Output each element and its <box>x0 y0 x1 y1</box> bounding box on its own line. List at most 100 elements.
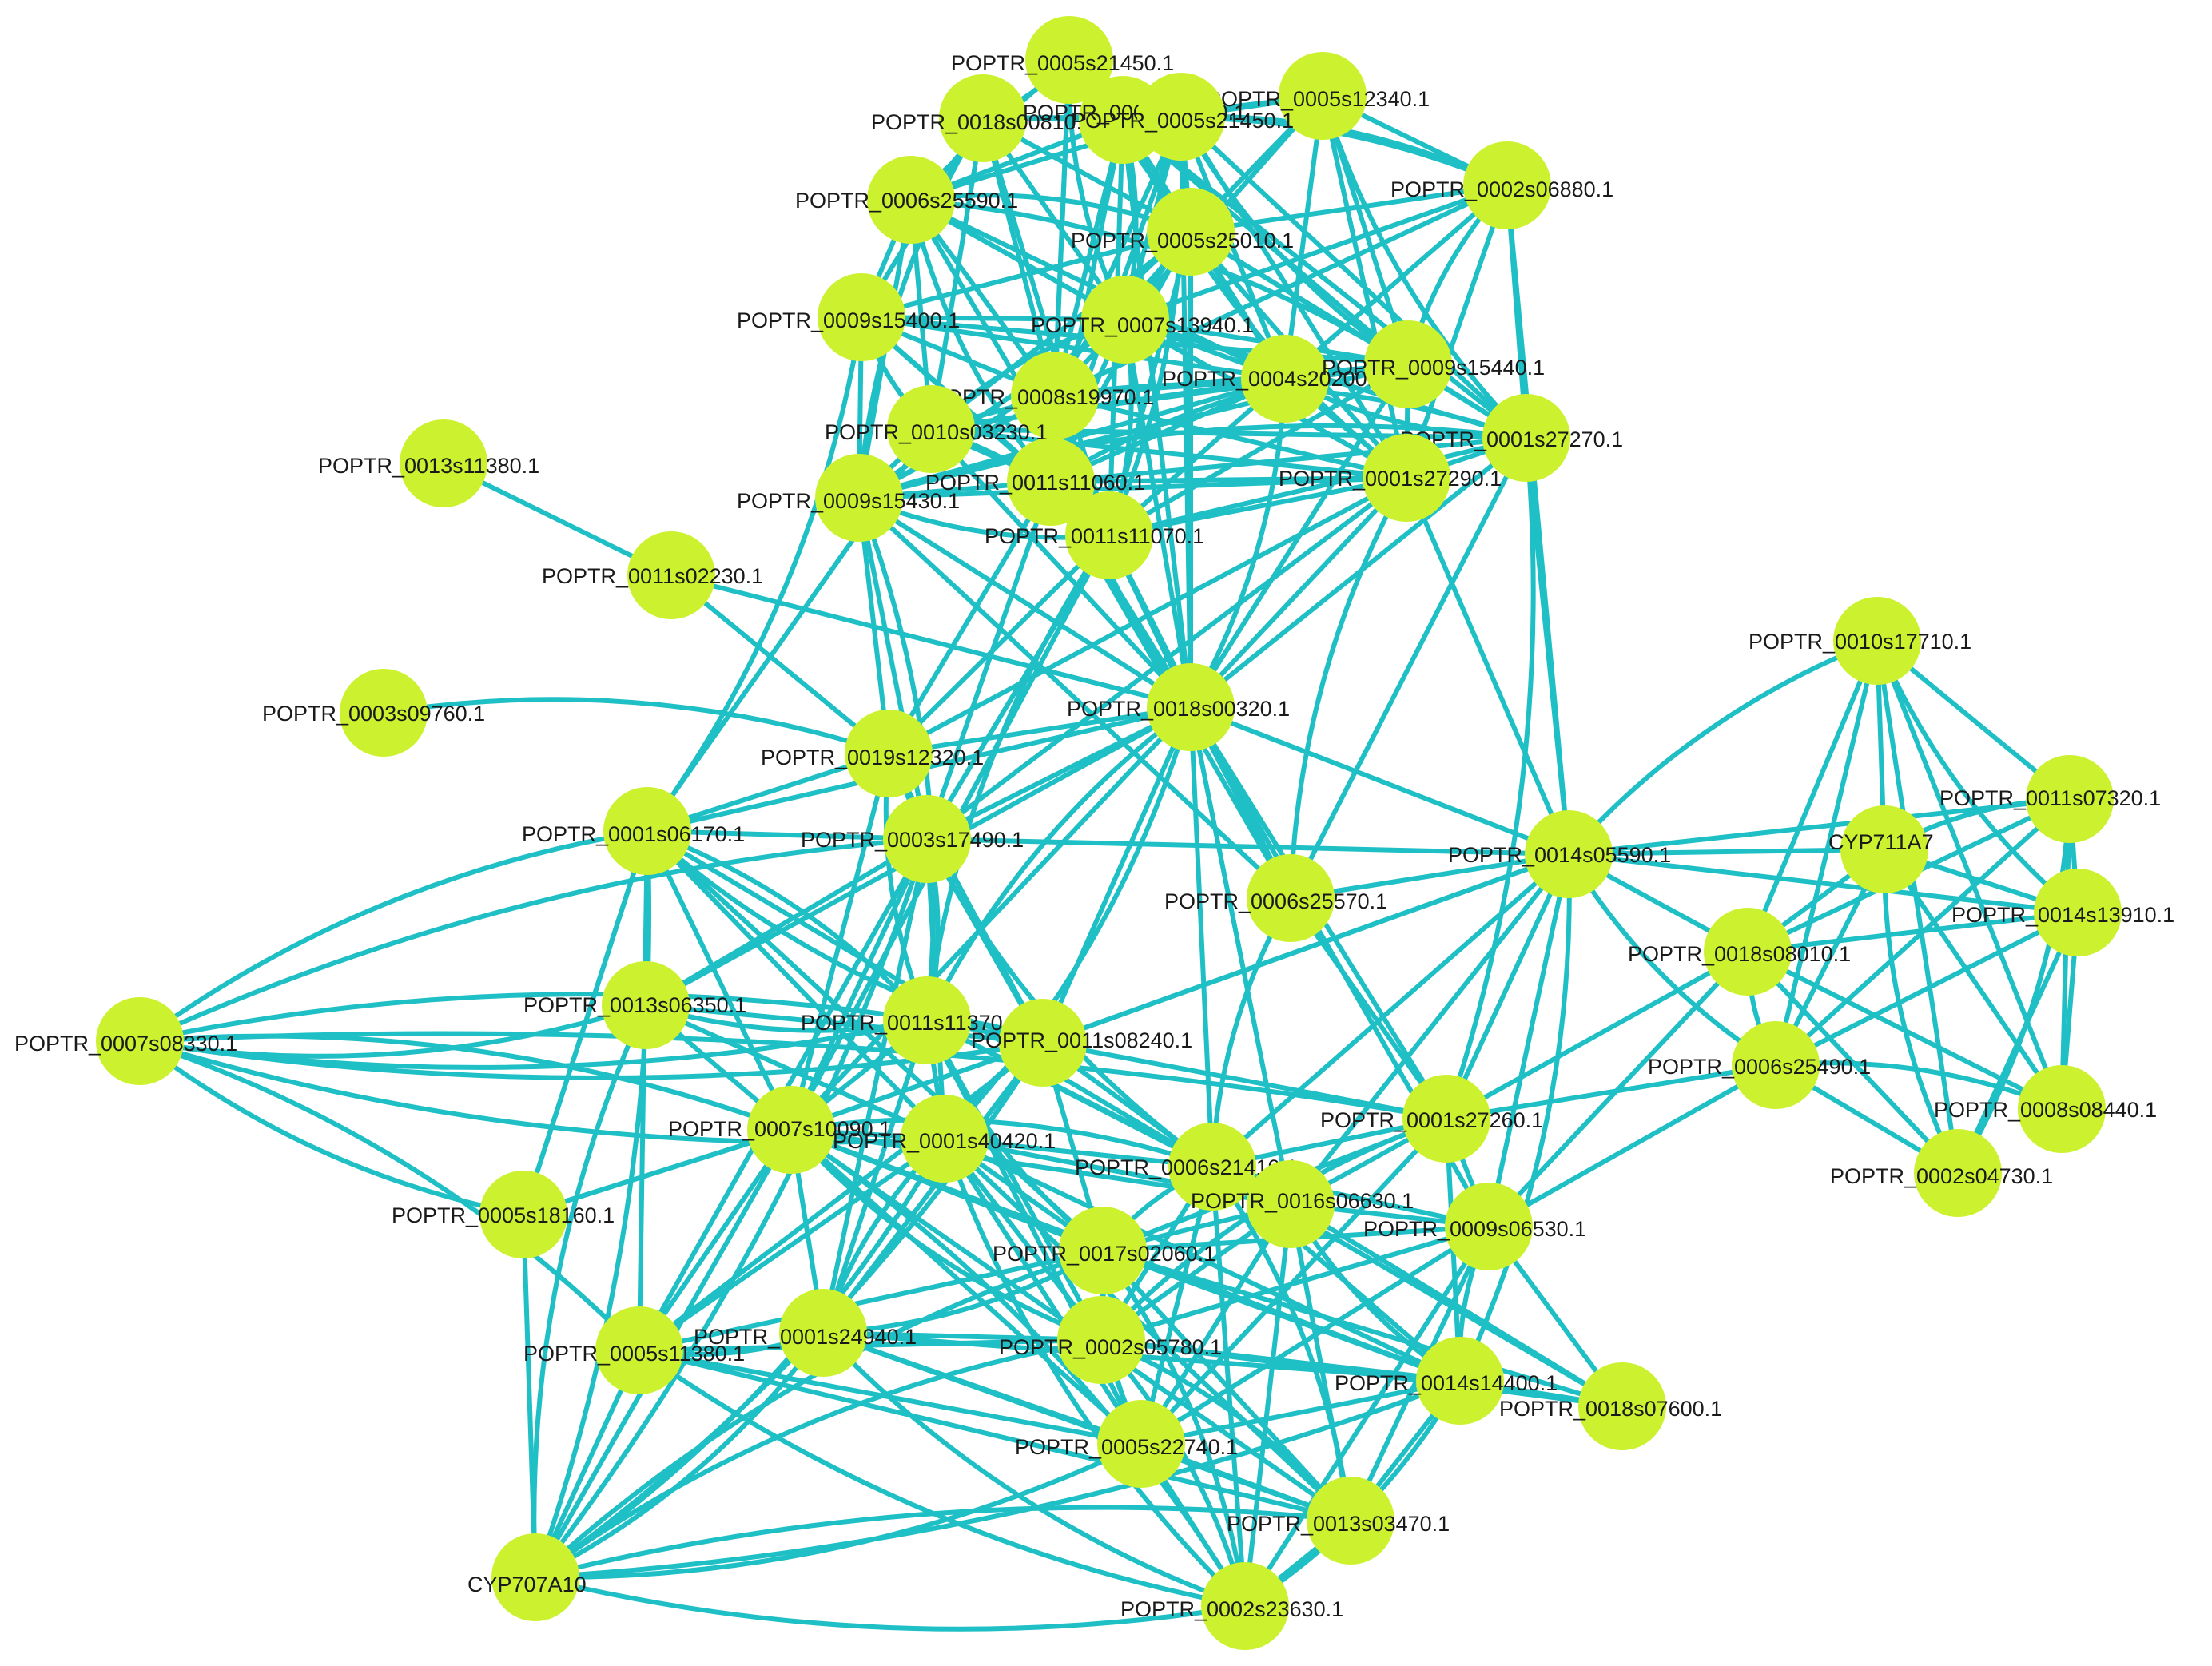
node-circle[interactable] <box>1247 854 1335 942</box>
node-circle[interactable] <box>595 1306 683 1394</box>
node-n13[interactable]: POPTR_0008s19970.1 <box>931 352 1154 439</box>
node-n34[interactable]: POPTR_0013s06350.1 <box>523 961 746 1049</box>
node-n57[interactable]: POPTR_0002s23630.1 <box>1120 1562 1343 1650</box>
node-circle[interactable] <box>1732 1021 1820 1109</box>
node-n3[interactable]: POPTR_0002s06880.1 <box>1390 141 1613 229</box>
node-n25[interactable]: POPTR_0019s12320.1 <box>761 710 984 797</box>
node-n54[interactable]: POPTR_0005s22740.1 <box>1015 1400 1238 1488</box>
node-circle[interactable] <box>2026 755 2114 843</box>
node-n22[interactable]: POPTR_0010s17710.1 <box>1749 597 1971 685</box>
node-circle[interactable] <box>340 669 428 757</box>
node-circle[interactable] <box>887 385 975 473</box>
node-circle[interactable] <box>1279 52 1367 140</box>
node-n33[interactable]: POPTR_0018s08010.1 <box>1628 908 1851 996</box>
node-circle[interactable] <box>400 419 487 507</box>
node-circle[interactable] <box>1482 394 1570 482</box>
node-circle[interactable] <box>2034 869 2122 956</box>
node-n16[interactable]: POPTR_0001s27290.1 <box>1279 434 1502 522</box>
node-circle[interactable] <box>627 531 715 619</box>
node-n27[interactable]: POPTR_0001s06170.1 <box>522 787 745 875</box>
node-n56[interactable]: CYP707A10 <box>467 1533 587 1621</box>
node-n32[interactable]: POPTR_0014s13910.1 <box>1951 869 2174 956</box>
node-circle[interactable] <box>999 999 1087 1087</box>
node-n18[interactable]: POPTR_0011s11060.1 <box>925 438 1145 526</box>
node-circle[interactable] <box>1241 335 1329 423</box>
node-n10[interactable]: POPTR_0007s13940.1 <box>1031 276 1254 364</box>
node-n41[interactable]: POPTR_0007s10090.1 <box>668 1086 891 1174</box>
node-n46[interactable]: POPTR_0005s18160.1 <box>392 1171 615 1258</box>
node-circle[interactable] <box>1833 597 1921 685</box>
node-circle[interactable] <box>1840 805 1928 893</box>
node-n45[interactable]: POPTR_0016s06630.1 <box>1191 1160 1414 1248</box>
node-n44[interactable]: POPTR_0006s21410.1 <box>1075 1123 1298 1211</box>
node-circle[interactable] <box>901 1095 989 1183</box>
node-n42[interactable]: POPTR_0001s40420.1 <box>833 1095 1056 1183</box>
node-circle[interactable] <box>1147 188 1235 276</box>
node-circle[interactable] <box>1402 1075 1490 1163</box>
node-circle[interactable] <box>779 1289 867 1377</box>
node-n48[interactable]: POPTR_0017s02060.1 <box>993 1207 1215 1294</box>
node-n23[interactable]: POPTR_0003s09760.1 <box>262 669 485 757</box>
node-circle[interactable] <box>96 997 184 1085</box>
node-circle[interactable] <box>1463 141 1551 229</box>
node-circle[interactable] <box>1364 320 1452 408</box>
node-n37[interactable]: POPTR_0011s08240.1 <box>971 999 1192 1087</box>
node-n14[interactable]: POPTR_0010s03230.1 <box>825 385 1048 473</box>
node-n9[interactable]: POPTR_0009s15400.1 <box>737 273 960 361</box>
node-circle[interactable] <box>867 156 955 244</box>
node-circle[interactable] <box>1445 1183 1533 1270</box>
node-circle[interactable] <box>1578 1362 1666 1450</box>
node-circle[interactable] <box>1247 1160 1335 1248</box>
node-n31[interactable]: POPTR_0006s25570.1 <box>1164 854 1387 942</box>
node-n49[interactable]: POPTR_0001s24940.1 <box>694 1289 917 1377</box>
node-n11[interactable]: POPTR_0004s20200.1 <box>1162 335 1385 423</box>
node-n28[interactable]: POPTR_0003s17490.1 <box>801 795 1024 883</box>
node-n52[interactable]: POPTR_0014s14400.1 <box>1335 1337 1558 1425</box>
node-n36[interactable]: POPTR_0007s08330.1 <box>14 997 237 1085</box>
node-circle[interactable] <box>1081 276 1169 364</box>
node-circle[interactable] <box>939 74 1027 162</box>
node-circle[interactable] <box>1065 491 1153 579</box>
node-n5[interactable]: POPTR_0005s12340.1 <box>1207 52 1430 140</box>
node-circle[interactable] <box>491 1533 579 1621</box>
node-circle[interactable] <box>1147 663 1235 751</box>
node-circle[interactable] <box>845 710 933 797</box>
node-circle[interactable] <box>603 787 691 875</box>
node-circle[interactable] <box>815 454 903 542</box>
node-n8[interactable]: POPTR_0005s25010.1 <box>1071 188 1294 276</box>
node-n55[interactable]: POPTR_0013s03470.1 <box>1227 1477 1450 1565</box>
node-circle[interactable] <box>479 1171 567 1258</box>
node-n51[interactable]: POPTR_0005s11380.1 <box>523 1306 745 1394</box>
node-n43[interactable]: POPTR_0002s04730.1 <box>1830 1129 2053 1217</box>
node-circle[interactable] <box>883 976 971 1064</box>
node-circle[interactable] <box>1059 1207 1147 1294</box>
node-circle[interactable] <box>2018 1065 2106 1153</box>
node-circle[interactable] <box>1307 1477 1394 1565</box>
node-circle[interactable] <box>1057 1296 1145 1384</box>
node-n19[interactable]: POPTR_0009s15430.1 <box>737 454 960 542</box>
node-circle[interactable] <box>1525 810 1613 898</box>
node-n53[interactable]: POPTR_0018s07600.1 <box>1499 1362 1722 1450</box>
node-circle[interactable] <box>747 1086 835 1174</box>
node-circle[interactable] <box>1025 16 1113 104</box>
node-n21[interactable]: POPTR_0011s02230.1 <box>542 531 763 619</box>
node-n6[interactable]: POPTR_0005s21450.1 <box>1071 73 1294 161</box>
node-n1[interactable]: POPTR_0005s21450.1 <box>951 16 1174 104</box>
node-n20[interactable]: POPTR_0011s11070.1 <box>985 491 1204 579</box>
node-n29[interactable]: CYP711A7 <box>1828 805 1934 893</box>
node-n17[interactable]: POPTR_0013s11380.1 <box>318 419 539 507</box>
node-n24[interactable]: POPTR_0018s00320.1 <box>1067 663 1290 751</box>
node-circle[interactable] <box>1011 352 1099 439</box>
node-n50[interactable]: POPTR_0002s05780.1 <box>999 1296 1222 1384</box>
node-n47[interactable]: POPTR_0009s06530.1 <box>1363 1183 1586 1270</box>
node-circle[interactable] <box>1704 908 1792 996</box>
node-circle[interactable] <box>602 961 690 1049</box>
node-circle[interactable] <box>1137 73 1225 161</box>
node-n39[interactable]: POPTR_0008s08440.1 <box>1934 1065 2157 1153</box>
node-circle[interactable] <box>1363 434 1450 522</box>
node-circle[interactable] <box>1914 1129 2002 1217</box>
node-n26[interactable]: POPTR_0011s07320.1 <box>1939 755 2161 843</box>
node-n12[interactable]: POPTR_0009s15440.1 <box>1322 320 1545 408</box>
node-circle[interactable] <box>1416 1337 1504 1425</box>
node-n30[interactable]: POPTR_0014s05590.1 <box>1448 810 1671 898</box>
